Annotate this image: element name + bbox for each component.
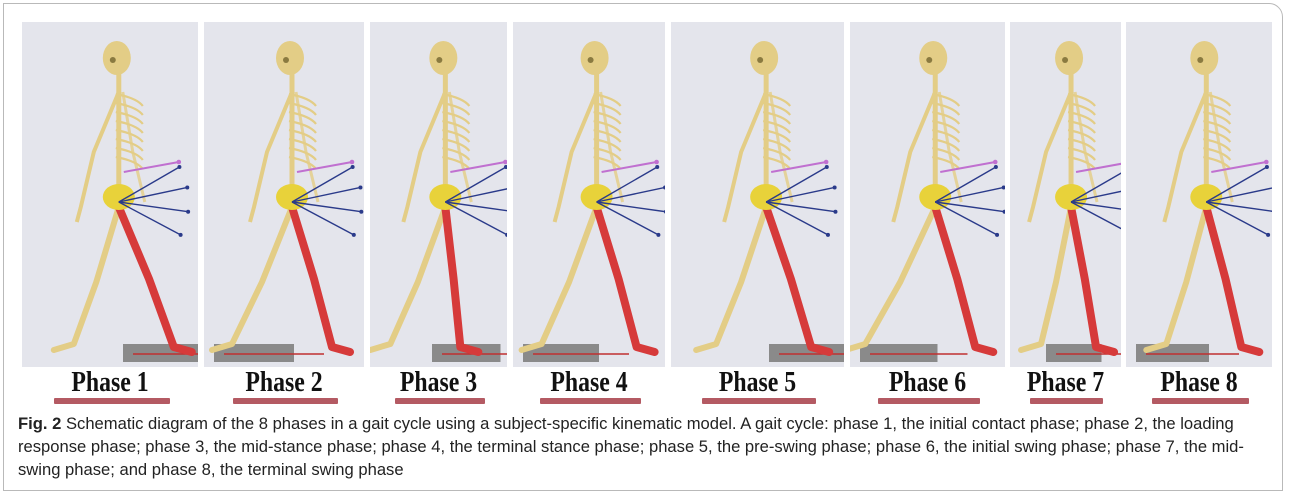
- gait-phase-panel-5: [671, 22, 844, 367]
- figure-label: Fig. 2: [18, 414, 61, 433]
- caption-text: Schematic diagram of the 8 phases in a g…: [18, 414, 1244, 479]
- phase-label-6: Phase 6: [856, 366, 1000, 398]
- phase-label-8: Phase 8: [1131, 366, 1267, 398]
- phase-underline-6: [878, 398, 980, 404]
- phase-label-3: Phase 3: [374, 366, 503, 398]
- phase-label-1: Phase 1: [30, 366, 191, 398]
- gait-phase-panel-1: [22, 22, 198, 367]
- gait-phase-panel-3: [370, 22, 507, 367]
- phase-underline-2: [233, 398, 339, 404]
- phase-underline-1: [54, 398, 170, 404]
- gait-phase-panel-6: [850, 22, 1005, 367]
- gait-phase-panel-8: [1126, 22, 1272, 367]
- gait-phase-panel-7: [1010, 22, 1121, 367]
- phase-label-7: Phase 7: [1012, 366, 1119, 398]
- figure-caption: Fig. 2 Schematic diagram of the 8 phases…: [18, 412, 1268, 481]
- phase-underline-5: [702, 398, 816, 404]
- phase-underline-7: [1030, 398, 1103, 404]
- phase-underline-8: [1152, 398, 1248, 404]
- gait-phase-panel-2: [204, 22, 364, 367]
- phase-label-5: Phase 5: [678, 366, 836, 398]
- phase-underline-3: [395, 398, 485, 404]
- ground-force-plate: [860, 344, 938, 362]
- phase-label-2: Phase 2: [210, 366, 358, 398]
- phase-underline-4: [540, 398, 640, 404]
- gait-phase-panel-4: [513, 22, 665, 367]
- phase-label-4: Phase 4: [518, 366, 659, 398]
